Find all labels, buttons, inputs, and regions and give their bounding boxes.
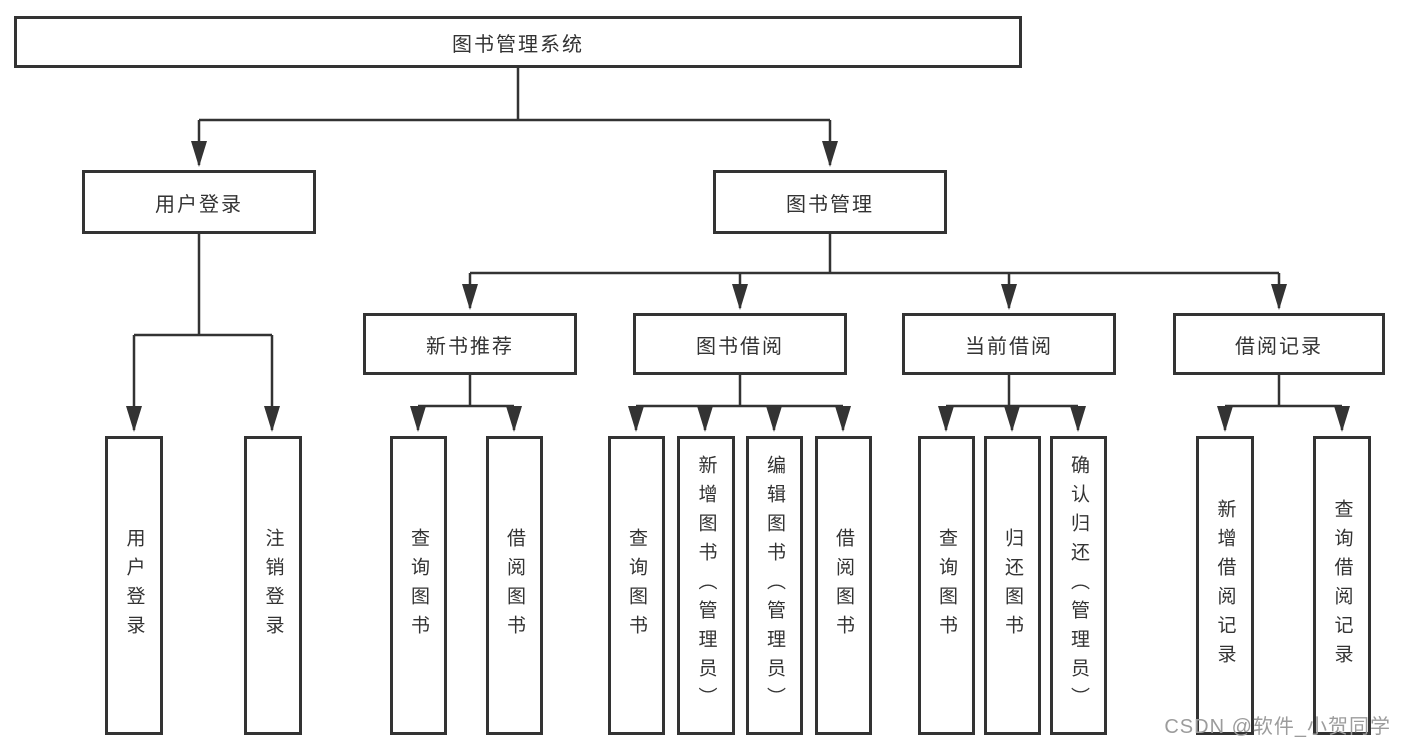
leaf-return-books: 归还图书 <box>984 436 1041 735</box>
connector-book-management-split <box>470 234 1279 275</box>
leaf-confirm-return-admin: 确认归还（管理员） <box>1050 436 1107 735</box>
leaf-logout: 注销登录 <box>244 436 302 735</box>
node-book-borrowing: 图书借阅 <box>633 313 847 375</box>
connector-arrows <box>126 120 1350 432</box>
connector-root-split <box>199 68 830 122</box>
leaf-current-query-books: 查询图书 <box>918 436 975 735</box>
node-user-login: 用户登录 <box>82 170 316 234</box>
connector-current-borrow-split <box>946 375 1078 408</box>
leaf-add-borrow-record: 新增借阅记录 <box>1196 436 1254 735</box>
leaf-user-login: 用户登录 <box>105 436 163 735</box>
leaf-add-book-admin: 新增图书（管理员） <box>677 436 735 735</box>
leaf-recommend-borrow-books: 借阅图书 <box>486 436 543 735</box>
connector-user-login-split <box>134 234 272 337</box>
node-new-book-recommendation: 新书推荐 <box>363 313 577 375</box>
node-book-management: 图书管理 <box>713 170 947 234</box>
node-borrowing-records: 借阅记录 <box>1173 313 1385 375</box>
connector-new-book-split <box>418 375 514 408</box>
leaf-recommend-query-books: 查询图书 <box>390 436 447 735</box>
leaf-edit-book-admin: 编辑图书（管理员） <box>746 436 803 735</box>
leaf-borrow-query-books: 查询图书 <box>608 436 665 735</box>
leaf-borrow-books: 借阅图书 <box>815 436 872 735</box>
node-current-borrowing: 当前借阅 <box>902 313 1116 375</box>
connector-borrow-record-split <box>1225 375 1342 408</box>
leaf-query-borrow-record: 查询借阅记录 <box>1313 436 1371 735</box>
connector-book-borrow-split <box>636 375 843 408</box>
node-library-management-system: 图书管理系统 <box>14 16 1022 68</box>
